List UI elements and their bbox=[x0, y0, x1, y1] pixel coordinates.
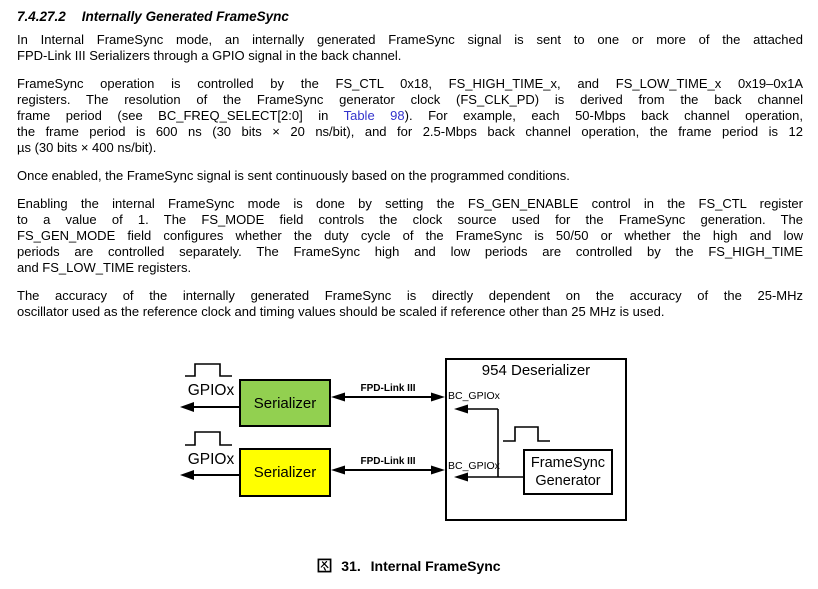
serializer-top-label: Serializer bbox=[253, 394, 317, 412]
body-text: frame period (see BC_FREQ_SELECT[2:0] in bbox=[17, 108, 344, 123]
paragraph: In Internal FrameSync mode, an internall… bbox=[17, 32, 803, 64]
pulse-waveform-icon bbox=[185, 363, 232, 377]
pulse-waveform-icon bbox=[185, 431, 232, 446]
gpio-arrow-bottom bbox=[180, 470, 239, 480]
body-line: Enabling the internal FrameSync mode is … bbox=[17, 196, 803, 211]
fpdlink-label-bottom: FPD-Link III bbox=[360, 456, 416, 467]
fpdlink-arrow-top bbox=[331, 392, 445, 402]
figure-number: 31. bbox=[341, 558, 361, 574]
section-heading: 7.4.27.2 Internally Generated FrameSync bbox=[17, 9, 803, 24]
body-line: and FS_LOW_TIME registers. bbox=[17, 260, 192, 275]
framesync-generator-box: FrameSync Generator bbox=[523, 449, 613, 495]
body-line: registers. The resolution of the FrameSy… bbox=[17, 92, 803, 107]
body-line: oscillator used as the reference clock a… bbox=[17, 304, 665, 319]
paragraph: Once enabled, the FrameSync signal is se… bbox=[17, 168, 803, 184]
paragraph: Enabling the internal FrameSync mode is … bbox=[17, 196, 803, 276]
fpdlink-arrow-bottom bbox=[331, 465, 445, 475]
gpio-label-bottom: GPIOx bbox=[187, 451, 235, 468]
body-line: FS_GEN_MODE field configures whether the… bbox=[17, 228, 803, 243]
framesync-diagram: 954 Deserializer Serializer Serializer G… bbox=[0, 356, 818, 531]
body-line: FPD-Link III Serializers through a GPIO … bbox=[17, 48, 402, 63]
table-98-link[interactable]: Table 98 bbox=[343, 108, 405, 123]
gpio-label-top: GPIOx bbox=[187, 382, 235, 399]
framesync-generator-label-line2: Generator bbox=[535, 473, 601, 489]
serializer-box-top: Serializer bbox=[239, 379, 331, 427]
fpdlink-label-top: FPD-Link III bbox=[360, 383, 416, 394]
text-column: 7.4.27.2 Internally Generated FrameSync I… bbox=[17, 9, 803, 332]
body-line: FrameSync operation is controlled by the… bbox=[17, 76, 803, 91]
paragraph: FrameSync operation is controlled by the… bbox=[17, 76, 803, 156]
section-number: 7.4.27.2 bbox=[17, 9, 66, 24]
figure-caption: 31. Internal FrameSync bbox=[0, 558, 818, 574]
serializer-bottom-label: Serializer bbox=[253, 464, 317, 481]
section-title: Internally Generated FrameSync bbox=[81, 9, 289, 24]
deserializer-box bbox=[445, 358, 627, 521]
pulse-waveform-icon bbox=[503, 426, 550, 442]
body-line: Once enabled, the FrameSync signal is se… bbox=[17, 168, 570, 183]
deserializer-title: 954 Deserializer bbox=[481, 362, 591, 379]
body-line: The accuracy of the internally generated… bbox=[17, 288, 803, 303]
body-line: periods are controlled separately. The F… bbox=[17, 244, 803, 259]
bc-gpio-label-top: BC_GPIOx bbox=[448, 390, 500, 402]
bc-gpio-wire-bottom bbox=[454, 472, 523, 482]
body-line: In Internal FrameSync mode, an internall… bbox=[17, 32, 803, 47]
diagram-connections bbox=[180, 363, 550, 482]
figure-title: Internal FrameSync bbox=[370, 558, 501, 574]
gpio-arrow-top bbox=[180, 402, 239, 412]
paragraph: The accuracy of the internally generated… bbox=[17, 288, 803, 320]
body-line: frame period (see BC_FREQ_SELECT[2:0] in… bbox=[17, 108, 803, 124]
figure-cjk-glyph bbox=[317, 558, 336, 574]
body-line: the frame period is 600 ns (30 bits × 20… bbox=[17, 124, 803, 139]
body-line: to a value of 1. The FS_MODE field contr… bbox=[17, 212, 803, 227]
bc-gpio-label-bottom: BC_GPIOx bbox=[448, 460, 500, 472]
body-line: µs (30 bits × 400 ns/bit). bbox=[17, 140, 157, 155]
serializer-box-bottom: Serializer bbox=[239, 448, 331, 497]
body-text: ). For example, each 50-Mbps back channe… bbox=[404, 108, 804, 123]
framesync-generator-label-line1: FrameSync bbox=[530, 455, 606, 471]
bc-gpio-wire-top bbox=[454, 404, 498, 414]
